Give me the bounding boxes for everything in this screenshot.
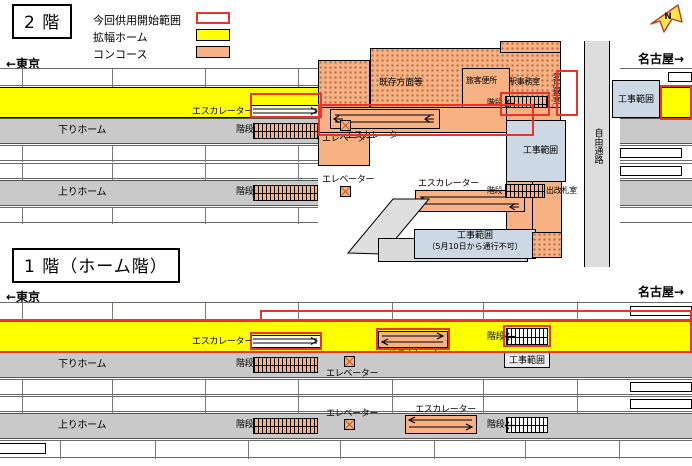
floor2-range-outline-transformer [556,70,578,116]
floor2-range-outline-concourse [318,104,534,136]
floor2-escalator-lower-symbol [415,190,525,212]
floor2-escalator-platform-label: エスカレーター [192,107,253,117]
floor2-stairs-up-label: 階段 [236,187,254,197]
floor1-range-outline-escalator-mid [376,328,450,350]
floor1-elevator-upper-icon [344,356,355,367]
legend-swatch-range [196,12,230,24]
floor2-track-right-cap [668,72,692,82]
floor2-construction-center-label: 工事範囲 [523,146,558,156]
svg-text:N: N [664,12,672,22]
floor2-construction-right-box: 工事範囲 [612,80,660,118]
floor2-range-outline-platform [250,93,322,118]
floor2-construction-right-label: 工事範囲 [617,95,654,105]
floor2-corridor-slope [346,198,431,255]
floor2-direction-nagoya: 名古屋→ [638,52,685,66]
floor2-track-bottom-1 [0,207,318,224]
floor1-direction-tokyo: ←東京 [6,290,41,304]
floor2-range-outline-right-platform [660,85,692,120]
floor1-stairs-bottom-symbol [506,417,548,433]
floor1-title: 1 階（ホーム階） [12,248,180,283]
floor1-stairs-down-symbol [253,357,318,373]
floor2-title: 2 階 [12,4,73,39]
floor2-elevator-lower-icon [340,186,351,197]
floor1-elevator-lower-label: エレベーター [326,409,379,419]
floor1-elevator-lower-icon [344,419,355,430]
floor2-free-passage-label: 自由通路 [592,128,603,164]
floor2-construction-note-title: 工事範囲 [456,231,493,241]
floor2-platform-down-label: 下りホーム [58,125,107,136]
floor1-widened-platform [0,321,692,352]
legend-swatch-concourse [196,46,230,58]
floor2-stairs-gate-symbol [505,184,545,198]
floor1-track-bottom-cap [0,443,46,454]
legend-swatch-platform [196,29,230,41]
floor2-concourse-hatch-c [500,41,561,53]
floor2-elevator-upper-label: エレベーター [322,134,375,144]
floor1-stairs-bottom-label: 階段 [487,420,505,430]
floor2-stairs-down-symbol [253,123,318,139]
floor1-range-outline-main [0,320,692,353]
floor1-track-mid-2 [0,396,692,413]
floor1-range-outline-escalator [250,332,322,350]
floor2-direction-tokyo: ←東京 [6,57,41,71]
floor2-stairs-gate-label: 階段 [487,186,503,195]
floor2-ticket-gate-label: 出改札室 [546,186,577,195]
floor2-station-office-label: 駅事務室 [509,77,540,86]
floor2-escalator-lower-label: エスカレーター [418,179,479,189]
floor2-construction-center-block [506,120,566,182]
floor1-track-mid-1 [0,379,692,396]
floor2-platform-up-right [620,180,692,206]
north-arrow-icon: N [648,2,686,46]
floor1-stairs-down-label: 階段 [236,359,254,369]
floor1-track-mid1-cap [630,382,692,392]
floor1-stairs-yellow-arrow [504,332,515,341]
floor2-widened-platform-right [662,87,692,118]
floor2-platform-down-right [620,118,692,144]
floor1-stairs-yellow-symbol [506,328,548,345]
floor2-restroom-label: 旅客便所 [466,76,497,85]
legend-label-concourse: コンコース [93,48,148,61]
floor1-escalator-bottom-label: エスカレーター [415,405,476,415]
legend-label-range: 今回供用開始範囲 [93,14,181,27]
floor2-stairs-office-label: 階段 [487,98,503,107]
floor2-concourse-main-label: 既存方面等 [379,78,423,88]
floor2-track-mid-2 [0,163,318,180]
floor2-elevator-upper-icon [340,120,351,131]
floor2-track-right-mid1-cap [620,148,682,158]
floor2-construction-note-sub: （5月10日から通行不可） [427,242,523,252]
floor2-track-right-bottom [620,207,692,223]
floor1-escalator-mid-symbol [378,331,448,348]
floor2-escalator-concourse-symbol [330,109,440,129]
floor1-platform-up-label: 上りホーム [58,420,107,431]
floor1-construction-box: 工事範囲 [504,352,550,368]
floor2-restroom-block [462,68,510,108]
floor1-stairs-yellow-label: 階段 [487,332,505,342]
legend-label-platform: 拡幅ホーム [93,31,148,44]
floor1-range-outline-upper [260,310,692,322]
floor2-platform-up-label: 上りホーム [58,187,107,198]
floor1-direction-nagoya: 名古屋→ [638,285,685,299]
floor2-elevator-lower-label: エレベーター [322,175,375,185]
floor1-track-bottom [0,440,692,459]
floor1-stairs-up-label: 階段 [236,420,254,430]
floor1-range-outline-stairs [503,325,551,347]
floor2-range-outline-stairs [500,92,550,116]
floor1-escalator-bottom-symbol [405,415,477,434]
floor2-free-passage-corridor [584,41,610,267]
floor1-construction-box-label: 工事範囲 [508,356,545,366]
floor1-escalator-top-label: エスカレーター [192,337,253,347]
floor1-track-mid2-cap [630,399,692,409]
floor1-stairs-bottom-arrow [504,421,515,430]
floor1-platform-down-label: 下りホーム [58,359,107,370]
floor2-escalator-concourse-label: エスカレーター [345,131,406,141]
floor2-track-mid-1 [0,145,318,162]
floor2-construction-note: 工事範囲 （5月10日から通行不可） [414,229,536,259]
floor1-elevator-upper-label: エレベーター [326,369,379,379]
floor2-concourse-hatch-bottom [532,232,562,258]
floor2-track-right-mid2-cap [620,166,682,176]
floor2-track-top-left [0,68,318,87]
floor2-stairs-up-symbol [253,185,318,201]
floor1-stairs-up-symbol [253,418,318,434]
floor2-stairs-down-label: 階段 [236,125,254,135]
